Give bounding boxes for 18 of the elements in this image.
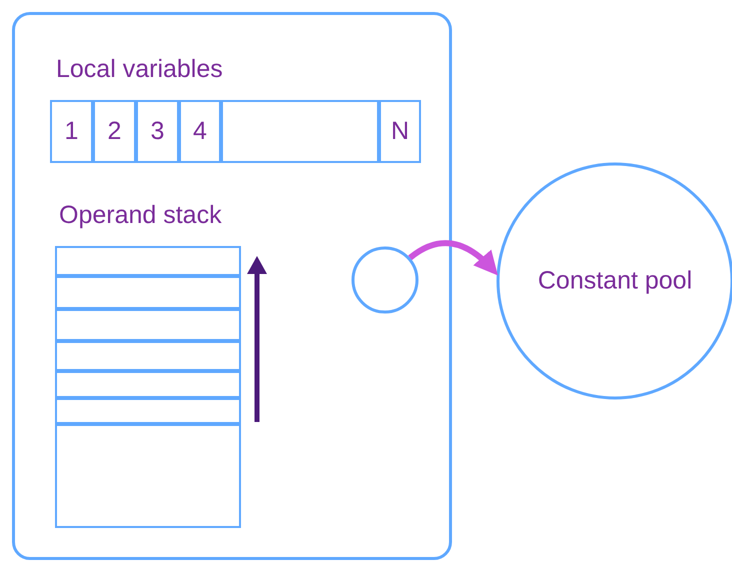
variable-slot: 3: [136, 100, 179, 163]
stack-slot: [55, 341, 241, 371]
section-heading: Operand stack: [59, 201, 222, 230]
stack-slot: [55, 424, 241, 528]
stack-slot: [55, 398, 241, 424]
variable-slot: 2: [93, 100, 136, 163]
frame-box: [12, 12, 452, 560]
stack-slot: [55, 246, 241, 276]
stack-slot: [55, 309, 241, 341]
variable-slot: N: [379, 100, 421, 163]
arrow: [408, 240, 498, 276]
variable-slot: 1: [50, 100, 93, 163]
section-heading: Local variables: [56, 55, 223, 84]
stack-slot: [55, 276, 241, 309]
variable-slot: 4: [179, 100, 221, 163]
variable-slot: [221, 100, 379, 163]
stack-slot: [55, 371, 241, 398]
node-label: Constant pool: [538, 266, 692, 296]
